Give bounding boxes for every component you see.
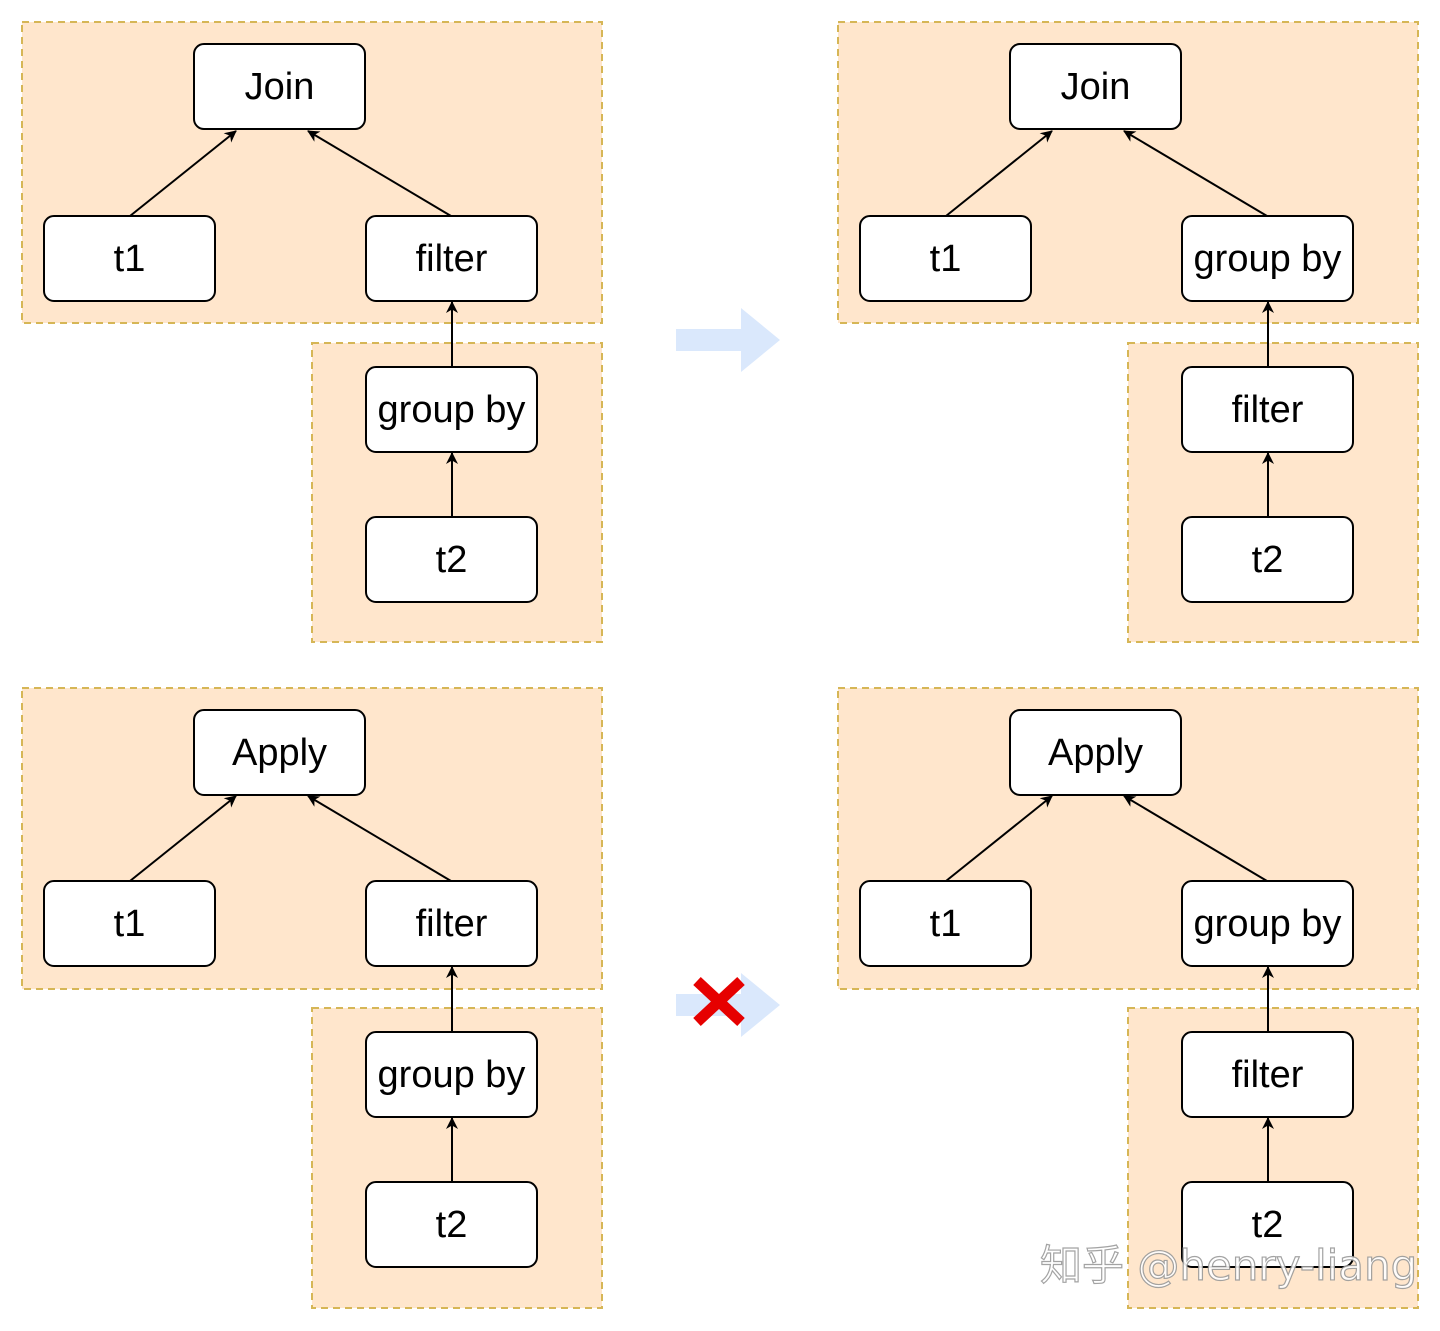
node-label: group by <box>378 1054 526 1096</box>
node-label: Join <box>1061 66 1131 108</box>
node-t1: t1 <box>859 215 1032 302</box>
node-filter: filter <box>1181 1031 1354 1118</box>
node-label: filter <box>416 238 488 280</box>
node-join: Join <box>1009 43 1182 130</box>
node-t1: t1 <box>43 880 216 967</box>
node-filter: filter <box>365 880 538 967</box>
node-group-by: group by <box>1181 880 1354 967</box>
node-join: Join <box>193 43 366 130</box>
node-label: t1 <box>114 238 146 280</box>
node-filter: filter <box>365 215 538 302</box>
watermark: 知乎 @henry-liang <box>1040 1241 1417 1290</box>
node-label: t1 <box>930 238 962 280</box>
diagram-apply-before: Apply t1 filter group by t2 <box>21 687 603 1309</box>
node-label: filter <box>1232 389 1304 431</box>
node-label: Apply <box>232 732 327 774</box>
node-label: filter <box>1232 1054 1304 1096</box>
node-label: group by <box>1194 238 1342 280</box>
node-label: t2 <box>436 539 468 581</box>
node-t1: t1 <box>43 215 216 302</box>
node-t2: t2 <box>365 516 538 603</box>
node-label: t2 <box>436 1204 468 1246</box>
node-apply: Apply <box>193 709 366 796</box>
node-group-by: group by <box>365 1031 538 1118</box>
node-label: t1 <box>114 903 146 945</box>
right-arrow-icon <box>676 308 780 372</box>
edge-t1-to-apply <box>129 795 237 882</box>
edge-filter-to-apply <box>307 795 452 882</box>
node-t2: t2 <box>365 1181 538 1268</box>
node-label: t1 <box>930 903 962 945</box>
node-t2: t2 <box>1181 516 1354 603</box>
edge-t1-to-join <box>945 130 1053 217</box>
cross-icon <box>693 976 745 1027</box>
diagram-apply-after: Apply t1 group by filter t2 <box>837 687 1419 1309</box>
node-label: t2 <box>1252 539 1284 581</box>
node-apply: Apply <box>1009 709 1182 796</box>
join-transform-arrow <box>676 308 780 372</box>
node-label: Join <box>245 66 315 108</box>
node-label: Apply <box>1048 732 1143 774</box>
edge-filter-to-join <box>307 130 452 217</box>
node-label: group by <box>1194 903 1342 945</box>
node-group-by: group by <box>1181 215 1354 302</box>
node-label: group by <box>378 389 526 431</box>
diagram-join-before: Join t1 filter group by t2 <box>21 21 603 643</box>
edge-t1-to-join <box>129 130 237 217</box>
node-t2: t2 <box>1181 1181 1354 1268</box>
diagram-join-after: Join t1 group by filter t2 <box>837 21 1419 643</box>
node-label: filter <box>416 903 488 945</box>
apply-transform-arrow <box>676 973 780 1037</box>
node-filter: filter <box>1181 366 1354 453</box>
node-t1: t1 <box>859 880 1032 967</box>
node-label: t2 <box>1252 1204 1284 1246</box>
edge-groupby-to-apply <box>1123 795 1268 882</box>
edge-groupby-to-join <box>1123 130 1268 217</box>
edge-t1-to-apply <box>945 795 1053 882</box>
node-group-by: group by <box>365 366 538 453</box>
